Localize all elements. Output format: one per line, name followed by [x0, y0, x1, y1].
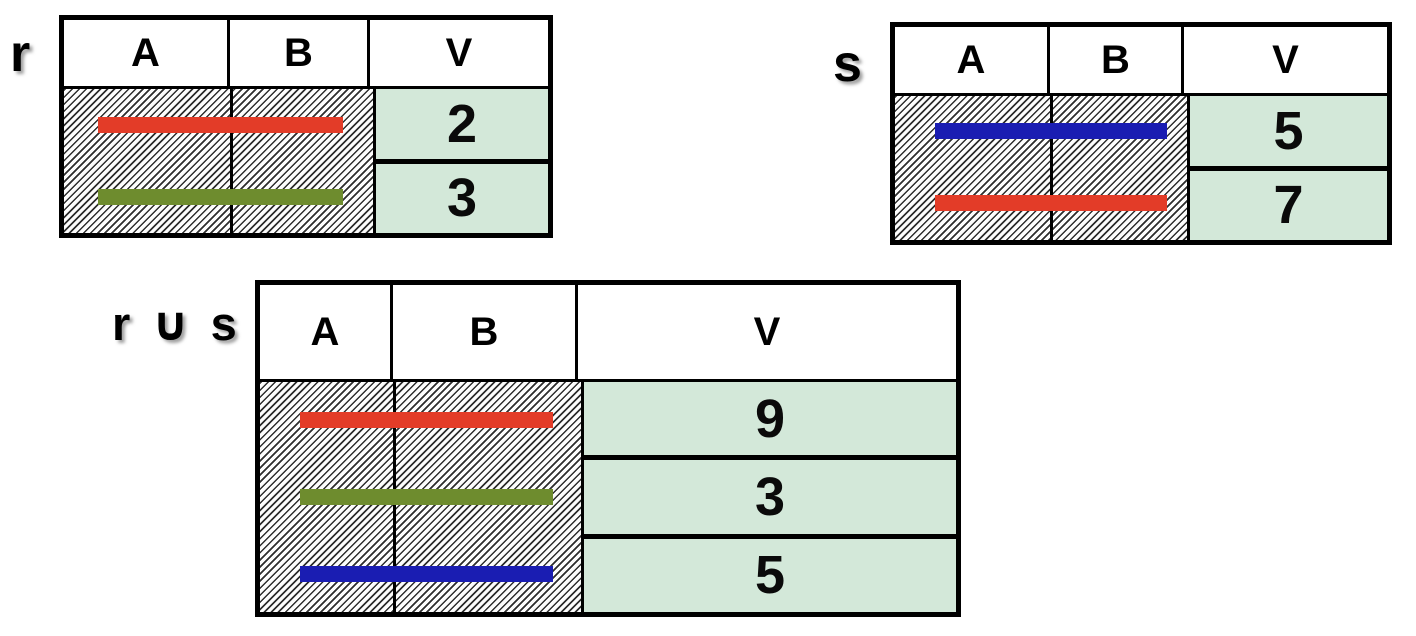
column-divider [1050, 96, 1053, 240]
value-column: 5 7 [1187, 96, 1387, 240]
hatched-ab-region [895, 96, 1187, 240]
table-s-header: A B V [895, 27, 1387, 96]
row-divider [1190, 165, 1387, 171]
tuple-bar-blue [300, 566, 553, 582]
table-union-body: 9 3 5 [260, 382, 956, 612]
column-header-b: B [1050, 27, 1184, 93]
tuple-bar-green [98, 189, 343, 205]
column-header-b: B [393, 285, 578, 379]
column-header-a: A [260, 285, 393, 379]
tuple-bar-red [98, 117, 343, 133]
table-r: A B V 2 3 [59, 15, 553, 238]
tuple-bar-red [935, 195, 1167, 211]
tuple-bar-blue [935, 123, 1167, 139]
value-cell: 3 [376, 163, 548, 233]
row-divider [584, 533, 956, 539]
table-union-header: A B V [260, 285, 956, 382]
column-header-v: V [578, 285, 956, 379]
value-cell: 7 [1190, 170, 1387, 240]
column-header-v: V [370, 20, 548, 86]
table-s-body: 5 7 [895, 96, 1387, 240]
column-divider [230, 89, 233, 233]
column-header-v: V [1184, 27, 1387, 93]
value-column: 2 3 [373, 89, 548, 233]
table-union: A B V 9 3 5 [255, 280, 961, 617]
tuple-bar-green [300, 489, 553, 505]
value-cell: 3 [584, 460, 956, 534]
tuple-bar-red [300, 412, 553, 428]
table-s: A B V 5 7 [890, 22, 1392, 245]
value-column: 9 3 5 [581, 382, 956, 612]
column-header-a: A [64, 20, 230, 86]
relation-label-union: r ∪ s [112, 297, 241, 350]
row-divider [376, 158, 548, 164]
table-r-header: A B V [64, 20, 548, 89]
column-header-b: B [230, 20, 370, 86]
relation-label-r: r [10, 25, 31, 83]
value-cell: 5 [1190, 96, 1387, 166]
value-cell: 5 [584, 538, 956, 612]
row-divider [584, 455, 956, 461]
value-cell: 2 [376, 89, 548, 159]
relation-label-s: s [833, 35, 862, 93]
table-r-body: 2 3 [64, 89, 548, 233]
value-cell: 9 [584, 382, 956, 456]
hatched-ab-region [260, 382, 581, 612]
column-header-a: A [895, 27, 1050, 93]
hatched-ab-region [64, 89, 373, 233]
